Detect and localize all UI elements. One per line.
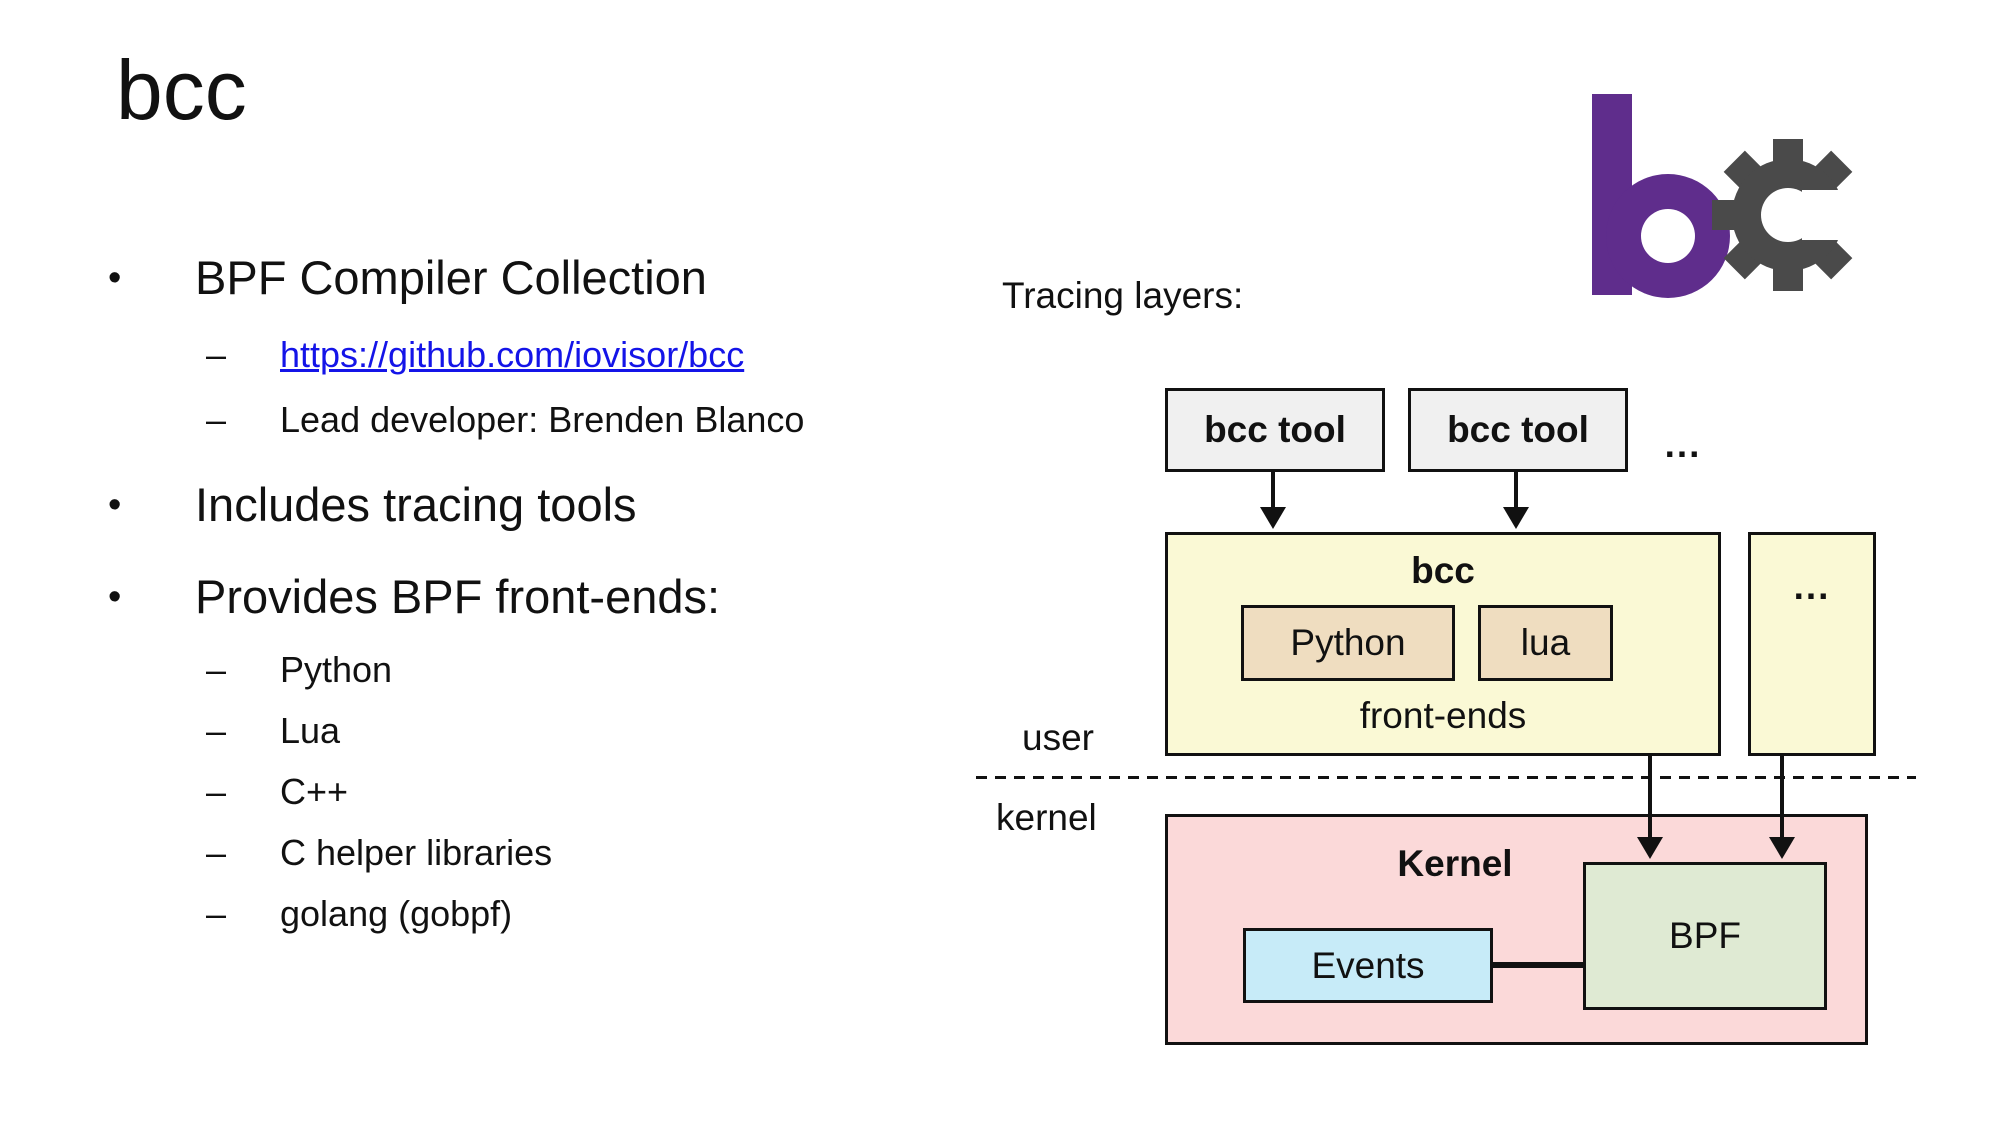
bullet-text: BPF Compiler Collection xyxy=(195,251,707,304)
tracing-layers-heading: Tracing layers: xyxy=(1002,275,1244,316)
flow-arrow-icon xyxy=(1637,756,1663,859)
kernel-box-title: Kernel xyxy=(1397,843,1513,884)
lua-frontend-box: lua xyxy=(1478,605,1613,681)
more-tools-ellipsis: ... xyxy=(1664,424,1702,465)
bullet-lua: – Lua xyxy=(0,708,980,754)
bullet-text: Lead developer: Brenden Blanco xyxy=(280,399,805,440)
dash-marker: – xyxy=(206,334,227,375)
bullet-text: golang (gobpf) xyxy=(280,893,513,934)
bullet-c-helper-libraries: – C helper libraries xyxy=(0,830,980,876)
user-kernel-divider xyxy=(976,776,1916,779)
more-frontends-box xyxy=(1748,532,1876,756)
events-box: Events xyxy=(1243,928,1493,1003)
user-space-label: user xyxy=(1022,717,1094,758)
flow-arrow-icon xyxy=(1260,472,1286,529)
dash-marker: – xyxy=(206,832,227,873)
dash-marker: – xyxy=(206,771,227,812)
dash-marker: – xyxy=(206,710,227,751)
bullet-cpp: – C++ xyxy=(0,769,980,815)
bcc-tool-box-2: bcc tool xyxy=(1408,388,1628,472)
bullet-marker: • xyxy=(108,576,122,618)
dash-marker: – xyxy=(206,649,227,690)
bullet-provides-bpf-frontends: • Provides BPF front-ends: xyxy=(0,569,980,625)
dash-marker: – xyxy=(206,893,227,934)
page-title: bcc xyxy=(116,43,247,137)
bullet-includes-tracing-tools: • Includes tracing tools xyxy=(0,477,980,533)
bullet-golang-gobpf: – golang (gobpf) xyxy=(0,891,980,937)
bcc-box-title: bcc xyxy=(1411,550,1475,591)
dash-marker: – xyxy=(206,399,227,440)
bullet-text: Includes tracing tools xyxy=(195,478,637,531)
bullet-github-link: – https://github.com/iovisor/bcc xyxy=(0,332,980,378)
bullet-marker: • xyxy=(108,257,122,299)
flow-arrow-icon xyxy=(1769,756,1795,859)
bullet-lead-developer: – Lead developer: Brenden Blanco xyxy=(0,397,980,443)
python-frontend-box: Python xyxy=(1241,605,1455,681)
bcc-logo-icon xyxy=(1586,88,1882,303)
bullet-text: Provides BPF front-ends: xyxy=(195,570,721,623)
bpf-box: BPF xyxy=(1583,862,1827,1010)
events-bpf-connector xyxy=(1487,962,1587,968)
bcc-tool-box-1: bcc tool xyxy=(1165,388,1385,472)
flow-arrow-icon xyxy=(1503,472,1529,529)
bullet-marker: • xyxy=(108,484,122,526)
bullet-text: Lua xyxy=(280,710,341,751)
bullet-bpf-compiler-collection: • BPF Compiler Collection xyxy=(0,250,980,306)
github-link[interactable]: https://github.com/iovisor/bcc xyxy=(280,334,745,375)
bullet-text: C++ xyxy=(280,771,349,812)
kernel-space-label: kernel xyxy=(996,797,1097,838)
more-frontends-ellipsis: ... xyxy=(1793,566,1831,607)
frontends-caption: front-ends xyxy=(1359,695,1527,736)
bullet-text: Python xyxy=(280,649,393,690)
bullet-python: – Python xyxy=(0,647,980,693)
bullet-text: C helper libraries xyxy=(280,832,553,873)
